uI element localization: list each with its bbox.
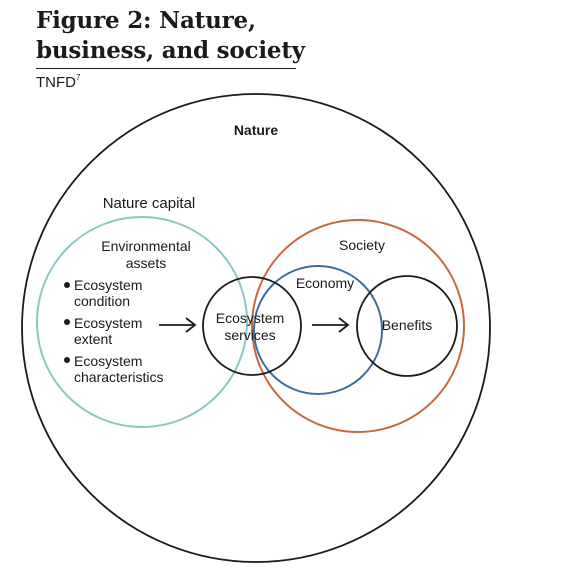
society-label: Society xyxy=(339,237,385,253)
title-line-1: Figure 2: Nature, xyxy=(36,7,256,34)
ecosystem-services-label-1: Ecosystem xyxy=(216,310,284,326)
title-underline xyxy=(36,68,296,69)
bullet-dot xyxy=(64,319,70,325)
bullet-dot xyxy=(64,357,70,363)
bullet-characteristics-2: characteristics xyxy=(74,369,163,385)
ecosystem-services-label-2: services xyxy=(224,327,275,343)
nature-circle xyxy=(21,93,491,563)
figure-title: Figure 2: Nature, business, and society xyxy=(36,6,306,66)
environmental-assets-circle xyxy=(36,216,248,428)
bullet-extent-1: Ecosystem xyxy=(74,315,142,331)
society-circle xyxy=(251,219,465,433)
bullet-condition-2: condition xyxy=(74,293,130,309)
bullet-dot xyxy=(64,282,70,288)
arrow-assets-to-services xyxy=(159,317,197,333)
nature-capital-label: Nature capital xyxy=(103,195,196,212)
benefits-label: Benefits xyxy=(382,317,433,333)
bullet-condition-1: Ecosystem xyxy=(74,277,142,293)
environmental-assets-label-1: Environmental xyxy=(101,238,191,254)
bullet-characteristics-1: Ecosystem xyxy=(74,353,142,369)
source-label: TNFD xyxy=(36,74,76,91)
benefits-circle xyxy=(356,275,458,377)
nature-label: Nature xyxy=(234,122,279,138)
bullet-extent-2: extent xyxy=(74,331,112,347)
economy-circle xyxy=(253,265,383,395)
source-footnote-ref: 7 xyxy=(76,73,81,82)
economy-label: Economy xyxy=(296,275,354,291)
figure-source: TNFD7 xyxy=(36,73,81,91)
title-line-2: business, and society xyxy=(36,37,305,64)
ecosystem-services-circle xyxy=(202,276,302,376)
environmental-assets-label-2: assets xyxy=(126,255,166,271)
arrow-services-to-benefits xyxy=(312,317,350,333)
